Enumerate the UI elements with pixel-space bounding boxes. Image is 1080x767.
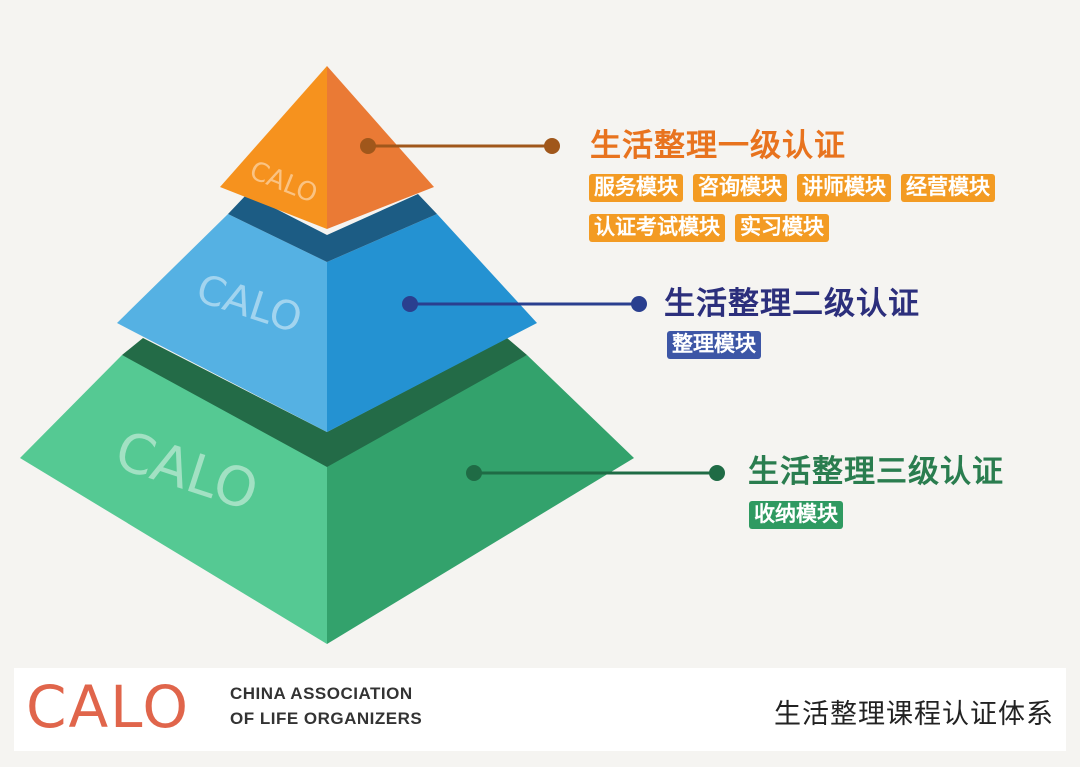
system-title: 生活整理课程认证体系 [774, 699, 1054, 730]
tier2-right-face [327, 214, 537, 432]
tag-organizing-module: 整理模块 [667, 331, 761, 359]
tag-consulting-module: 咨询模块 [693, 174, 787, 202]
tier1-connector [360, 138, 560, 154]
tag-business-module: 经营模块 [901, 174, 995, 202]
tag-lecturer-module: 讲师模块 [797, 174, 891, 202]
tier3-left-face [20, 355, 327, 644]
tag-storage-module: 收纳模块 [749, 501, 843, 529]
footer-banner: CALO CHINA ASSOCIATION OF LIFE ORGANIZER… [14, 668, 1066, 751]
tier2-shadow-band [228, 194, 437, 262]
tier3-right-face [327, 355, 634, 644]
level3-tags: 收纳模块 [749, 501, 843, 541]
tier2-connector [402, 296, 647, 312]
tag-exam-module: 认证考试模块 [589, 214, 725, 242]
org-name-line1: CHINA ASSOCIATION [230, 684, 413, 703]
level2-tags: 整理模块 [667, 331, 761, 371]
tag-service-module: 服务模块 [589, 174, 683, 202]
level1-title: 生活整理一级认证 [590, 128, 846, 164]
calo-logo: CALO [26, 673, 191, 741]
level3-title: 生活整理三级认证 [748, 454, 1004, 490]
tier2-left-face [117, 214, 327, 432]
level2-title: 生活整理二级认证 [664, 286, 920, 322]
org-name-line2: OF LIFE ORGANIZERS [230, 709, 423, 728]
tier1-left-face [220, 66, 327, 229]
tier3-shadow-band [122, 338, 527, 467]
tier3-connector [466, 465, 725, 481]
tag-internship-module: 实习模块 [735, 214, 829, 242]
level1-tags: 服务模块 咨询模块 讲师模块 经营模块 认证考试模块 实习模块 [589, 174, 995, 254]
certification-pyramid: CALO CALO CALO [20, 66, 725, 644]
